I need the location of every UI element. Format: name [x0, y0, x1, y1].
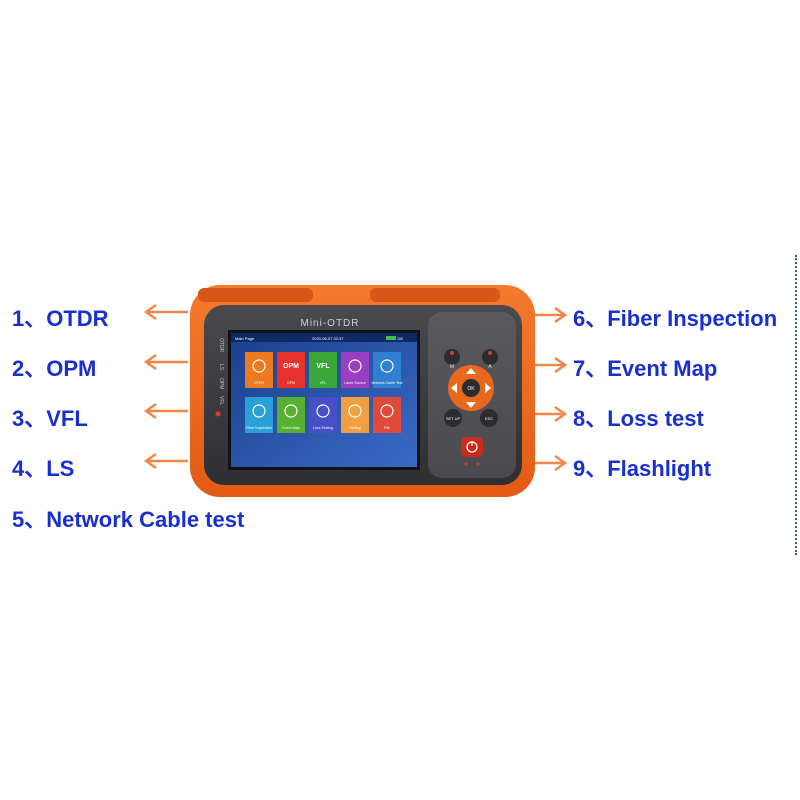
left-arrow-icon: [451, 383, 457, 393]
app-tile[interactable]: Loss Testing: [309, 397, 337, 433]
up-arrow-icon: [466, 368, 476, 374]
a-key-label: A: [488, 364, 492, 370]
left-arrow-icon: [143, 452, 188, 470]
app-tile-icon: [380, 404, 394, 418]
touch-screen[interactable]: Main Page 2020-06-07 02:37 100 OTDROPMOP…: [228, 330, 420, 470]
app-tile-background: [277, 397, 305, 433]
side-label-ls: LS: [218, 364, 224, 371]
app-tile-background: [245, 397, 273, 433]
app-tile-icon: [380, 359, 394, 373]
setup-key[interactable]: [444, 409, 462, 427]
screen-page-title: Main Page: [235, 336, 255, 341]
app-tile-label: OTDR: [254, 381, 265, 385]
app-tile-background: [373, 397, 401, 433]
power-button[interactable]: [461, 437, 483, 457]
app-tile-label: Laser Source: [344, 381, 365, 385]
feature-label-event-map: 7、Event Map: [573, 356, 718, 381]
app-tile-label: Fiber Inspection: [246, 426, 272, 430]
left-arrow-icon: [143, 402, 188, 420]
down-arrow-icon: [466, 402, 476, 408]
feature-label-loss-test: 8、Loss test: [573, 406, 704, 431]
keypad: M A OK SET UP ESC: [444, 349, 498, 466]
screen-datetime: 2020-06-07 02:37: [312, 336, 344, 341]
feature-label-fiber-inspection: 6、Fiber Inspection: [573, 306, 778, 331]
app-tile[interactable]: VFL VFL: [309, 352, 337, 388]
esc-key-label: ESC: [485, 416, 493, 421]
left-arrow-icon: [143, 303, 188, 321]
feature-label-flashlight: 9、Flashlight: [573, 456, 712, 481]
side-label-opm: OPM: [218, 378, 224, 389]
feature-label-network-cable-test: 5、Network Cable test: [12, 507, 245, 532]
feature-label-vfl: 3、VFL: [12, 406, 88, 431]
app-tile[interactable]: File: [373, 397, 401, 433]
side-label-vfl: VFL: [218, 396, 224, 405]
app-tile-icon-text: OPM: [283, 363, 299, 370]
app-tile[interactable]: Event Map: [277, 397, 305, 433]
app-tile-icon: [252, 359, 266, 373]
dotted-divider: [795, 255, 797, 555]
feature-label-opm: 2、OPM: [12, 356, 97, 381]
app-tile-label: File: [384, 426, 390, 430]
app-tile-label: Network Cable Test: [371, 381, 402, 385]
battery-icon: [386, 336, 396, 340]
app-tile-icon: [348, 359, 362, 373]
app-tile-label: OPM: [287, 381, 295, 385]
app-tile-icon-text: VFL: [316, 363, 330, 370]
app-tile[interactable]: OTDR: [245, 352, 273, 388]
a-key[interactable]: [482, 349, 498, 365]
app-tile[interactable]: Laser Source: [341, 352, 369, 388]
app-tile[interactable]: Fiber Inspection: [245, 397, 273, 433]
app-tile-background: [309, 352, 337, 388]
feature-label-ls: 4、LS: [12, 456, 75, 481]
indicator-led: [215, 411, 221, 417]
app-tile-background: [245, 352, 273, 388]
ok-key[interactable]: [462, 379, 480, 397]
app-tile-icon: [252, 404, 266, 418]
app-tile-label: Loss Testing: [313, 426, 333, 430]
feature-label-otdr: 1、OTDR: [12, 306, 109, 331]
status-led: [464, 462, 468, 466]
battery-level: 100: [397, 337, 403, 341]
app-tile-label: VFL: [320, 381, 327, 385]
m-key[interactable]: [444, 349, 460, 365]
esc-key[interactable]: [480, 409, 498, 427]
app-tile-icon: [316, 404, 330, 418]
app-tile-background: [309, 397, 337, 433]
app-tile[interactable]: OPM OPM: [277, 352, 305, 388]
record-icon: [450, 351, 454, 355]
record-icon: [488, 351, 492, 355]
app-tile-label: Event Map: [282, 426, 299, 430]
right-arrow-icon: [485, 383, 491, 393]
side-label-otdr: OTDR: [218, 338, 224, 353]
app-tile[interactable]: Network Cable Test: [371, 352, 403, 388]
app-tile-label: Setting: [349, 426, 360, 430]
ok-key-label: OK: [467, 386, 475, 392]
app-tile-background: [341, 397, 369, 433]
app-tile[interactable]: Setting: [341, 397, 369, 433]
app-tile-background: [341, 352, 369, 388]
app-tile-icon: [284, 404, 298, 418]
left-arrow-icon: [143, 353, 188, 371]
setup-key-label: SET UP: [446, 416, 461, 421]
side-labels: OTDR LS OPM VFL: [218, 338, 224, 405]
app-tile-background: [277, 352, 305, 388]
app-tile-icon: [348, 404, 362, 418]
app-tile-background: [373, 352, 401, 388]
device-title: Mini-OTDR: [301, 318, 360, 329]
status-led: [476, 462, 480, 466]
m-key-label: M: [450, 364, 454, 370]
